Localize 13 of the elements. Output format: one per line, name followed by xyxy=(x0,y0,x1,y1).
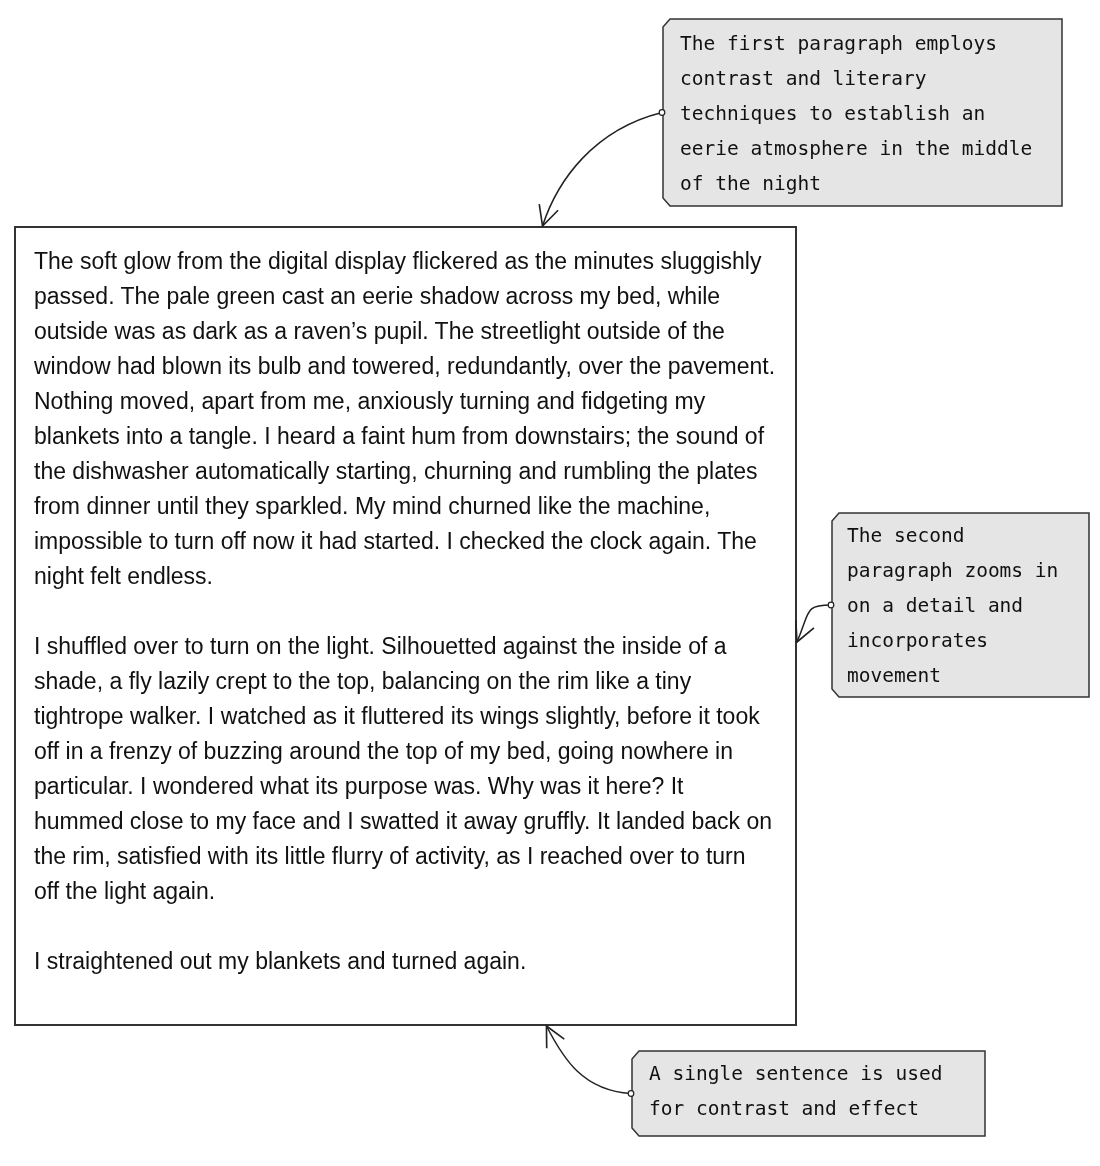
arrow xyxy=(539,109,666,227)
arrow xyxy=(794,601,835,643)
annotation-tag xyxy=(662,18,1063,207)
paragraph: I shuffled over to turn on the light. Silhouetted against the inside of a shade, a fly lazily crept to the top, balancing on the rim like a tiny tightrope walker. I watched as it fluttered its wings slightly, before it took off in a frenzy of buzzing around the top of my bed, going nowhere in particular. I wondered what its purpose was. Why was it here? It hummed close to my face and I swatted it away gruffly. It landed back on the rim, satisfied with its little flurry of activity, as I reached over to turn off the light again. xyxy=(34,632,774,906)
annotation-text: The second paragraph zooms in on a detail and incorporates movement xyxy=(847,523,1060,689)
arrow xyxy=(545,1025,635,1097)
annotation-text: The first paragraph employs contrast and literary techniques to establish an eerie atmosphere in the middle of the night xyxy=(680,31,1034,197)
text-box xyxy=(14,226,797,1026)
annotation-text: A single sentence is used for contrast and effect xyxy=(649,1061,944,1122)
annotation-tag xyxy=(831,512,1090,698)
paragraph: The soft glow from the digital display flickered as the minutes sluggishly passed. The pale green cast an eerie shadow across my bed, while outside was as dark as a raven’s pupil. The streetlight outside of the window had blown its bulb and towered, redundantly, over the pavement. Nothing moved, apart from me, anxiously turning and fidgeting my blankets into a tangle. I heard a faint hum from downstairs; the sound of the dishwasher automatically starting, churning and rumbling the plates from dinner until they sparkled. My mind churned like the machine, impossible to turn off now it had started. I checked the clock again. The night felt endless. xyxy=(34,247,777,591)
annotation-tag xyxy=(631,1050,986,1137)
paragraph: I straightened out my blankets and turned again. xyxy=(34,947,528,976)
